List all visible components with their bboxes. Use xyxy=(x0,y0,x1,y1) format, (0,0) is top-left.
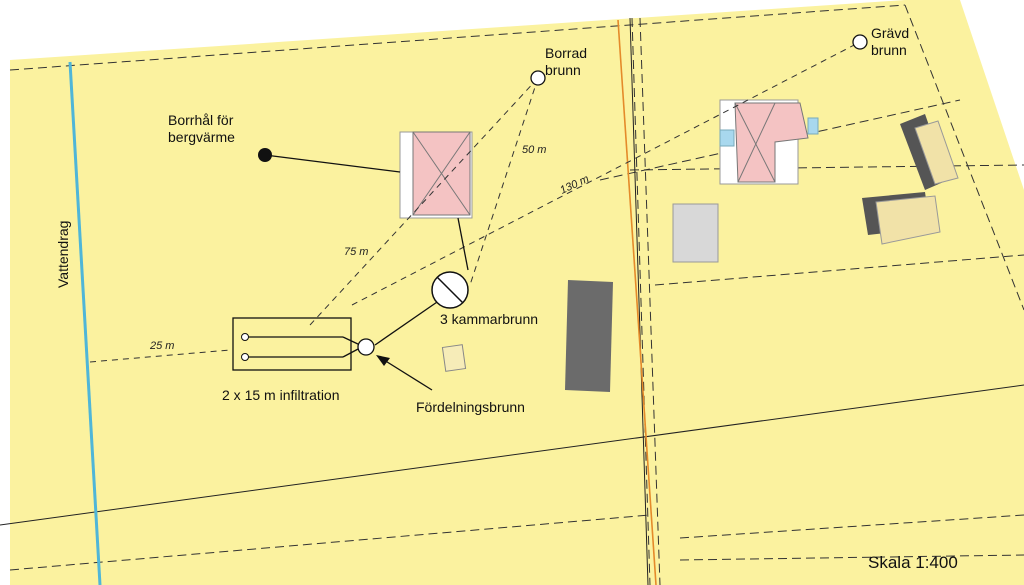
distance-lines xyxy=(89,41,861,363)
gravd-brunn-label-1: Grävd xyxy=(871,25,909,41)
distance-75m: 75 m xyxy=(344,246,368,258)
connection-lines xyxy=(245,154,469,358)
gravd-brunn-label-2: brunn xyxy=(871,42,907,58)
neighbour-house xyxy=(719,99,819,185)
scale-label: Skala 1:400 xyxy=(868,553,958,572)
fordelningsbrunn-marker xyxy=(357,338,375,356)
borrad-brunn-label-2: brunn xyxy=(545,62,581,78)
borrhal-marker xyxy=(258,148,272,162)
neighbour-garage-2 xyxy=(862,192,941,245)
land-area xyxy=(10,0,1024,585)
borrhal-label-1: Borrhål för xyxy=(168,112,234,128)
infiltration-box xyxy=(232,317,352,371)
borrhal-label-2: bergvärme xyxy=(168,129,235,145)
gravd-brunn-marker xyxy=(852,34,868,50)
main-house xyxy=(399,131,473,219)
infiltration-label: 2 x 15 m infiltration xyxy=(222,387,340,403)
road-edge xyxy=(617,19,657,585)
borrad-brunn-label-1: Borrad xyxy=(545,45,587,61)
kammarbrunn-label: 3 kammarbrunn xyxy=(440,311,538,327)
infiltration-node xyxy=(241,333,249,341)
neighbour-garage-1 xyxy=(900,114,959,190)
grey-outbuilding xyxy=(672,203,719,263)
distance-50m: 50 m xyxy=(522,144,546,156)
distance-25m: 25 m xyxy=(149,340,174,352)
fordelningsbrunn-arrow xyxy=(376,355,433,391)
vattendrag-label: Vattendrag xyxy=(55,221,71,288)
kammarbrunn-marker xyxy=(431,271,469,309)
borrad-brunn-marker xyxy=(530,70,546,86)
dark-shed xyxy=(565,280,613,392)
infiltration-node xyxy=(241,353,249,361)
small-structure xyxy=(441,344,467,372)
watercourse-line xyxy=(68,61,102,585)
fordelningsbrunn-label: Fördelningsbrunn xyxy=(416,399,525,415)
main-boundaries xyxy=(0,17,1024,585)
